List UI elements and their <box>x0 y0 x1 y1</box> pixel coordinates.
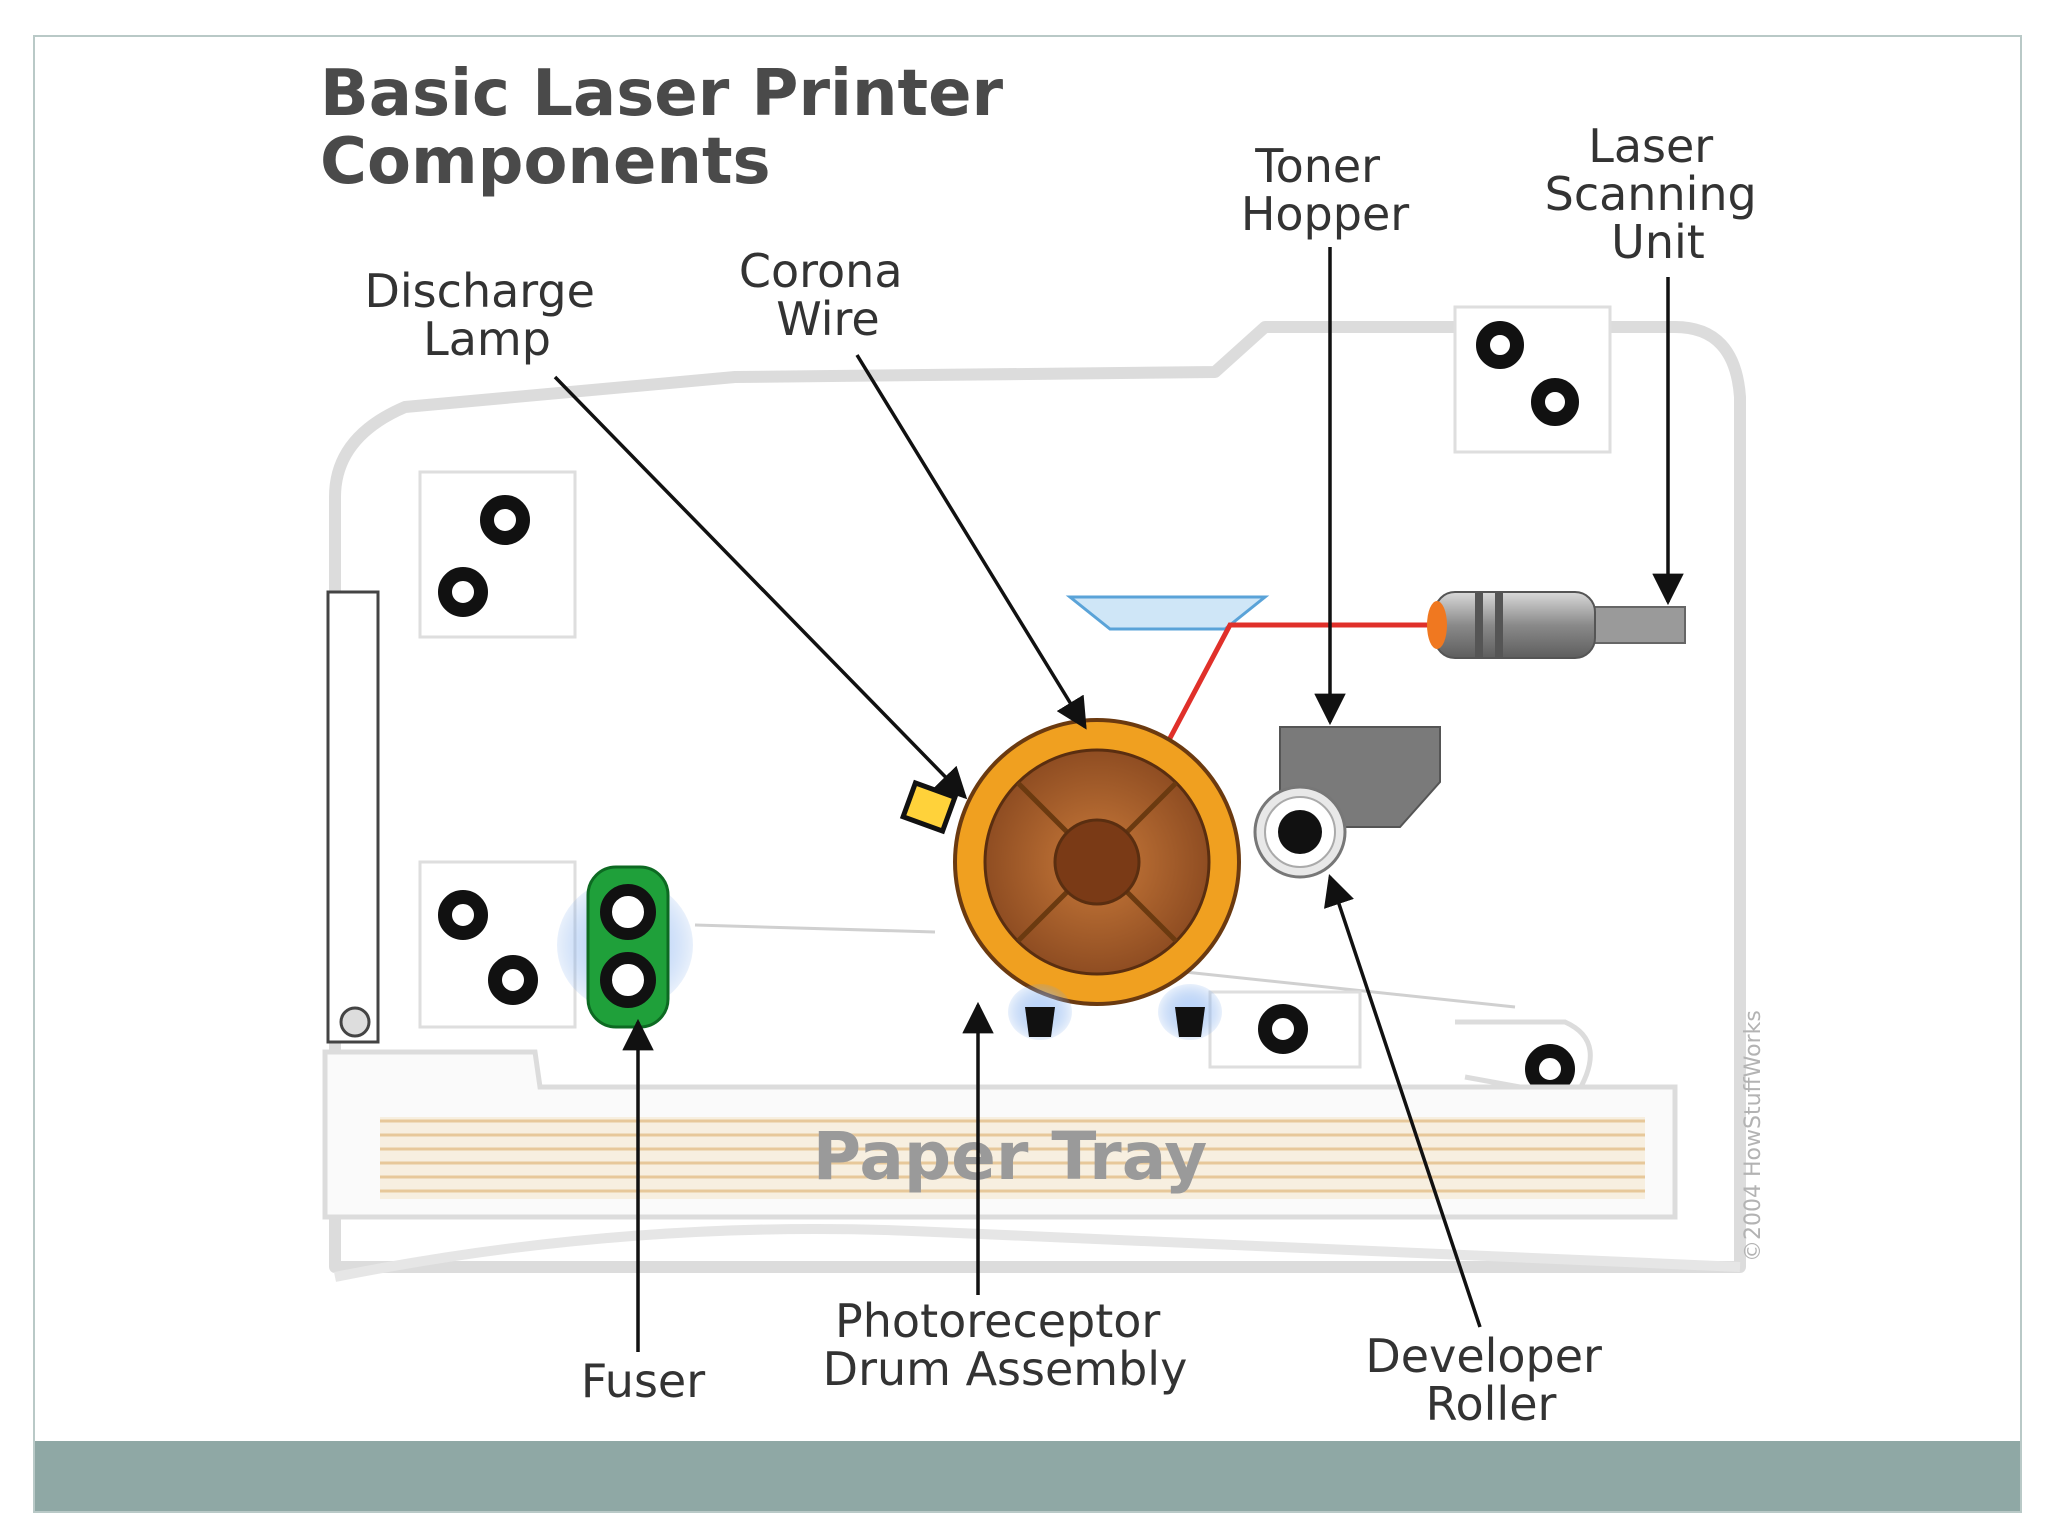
roller-box-lower-left <box>418 860 577 1029</box>
printer-outline <box>329 321 1746 1273</box>
transfer-rollers <box>1008 984 1222 1040</box>
toner-hopper-label: Toner Hopper <box>1241 139 1409 241</box>
paper-output-guide <box>326 590 380 1044</box>
fuser-roller-top <box>600 884 656 940</box>
roller-icon <box>438 567 488 617</box>
developer-roller-label: Developer Roller <box>1365 1329 1616 1431</box>
paper-path <box>1184 970 1516 1009</box>
discharge-lamp-leader <box>553 375 968 800</box>
guide-roller <box>339 1006 371 1038</box>
drum-hub <box>1053 818 1141 906</box>
diagram-title-line1: Basic Laser Printer <box>320 57 1004 131</box>
roller-box-top-right <box>1453 305 1612 454</box>
roller-icon <box>1531 378 1579 426</box>
laser-beam <box>1157 622 1430 759</box>
paper-tray-label: Paper Tray <box>813 1118 1208 1195</box>
laser-printer-diagram: Basic Laser Printer Components <box>320 57 1772 1431</box>
roller-icon <box>488 955 538 1005</box>
paper-path <box>694 923 936 934</box>
base-curve <box>334 1224 1741 1282</box>
fuser-roller-bottom <box>600 952 656 1008</box>
photoreceptor-drum-label: Photoreceptor Drum Assembly <box>823 1294 1188 1396</box>
fuser-label: Fuser <box>581 1354 705 1408</box>
slide: Basic Laser Printer Components <box>33 35 2022 1513</box>
discharge-lamp-unit <box>899 779 959 835</box>
scanning-mirror <box>1065 595 1270 631</box>
laser-scanning-unit <box>1427 591 1686 659</box>
developer-roller-leader <box>1324 874 1482 1328</box>
discharge-lamp-label: Discharge Lamp <box>364 264 609 366</box>
roller-icon <box>1476 321 1524 369</box>
footer-band <box>35 1441 2020 1511</box>
roller-icon <box>438 890 488 940</box>
roller-icon <box>1258 1004 1308 1054</box>
copyright-credit: ©2004 HowStuffWorks <box>1741 1010 1766 1262</box>
corona-wire-label: Corona Wire <box>739 244 917 346</box>
laser-scanning-unit-label: Laser Scanning Unit <box>1545 119 1772 269</box>
roller-icon <box>480 495 530 545</box>
diagram-title-line2: Components <box>320 125 771 199</box>
corona-wire-leader <box>855 354 1087 730</box>
roller-box-lower-right <box>1208 990 1362 1069</box>
